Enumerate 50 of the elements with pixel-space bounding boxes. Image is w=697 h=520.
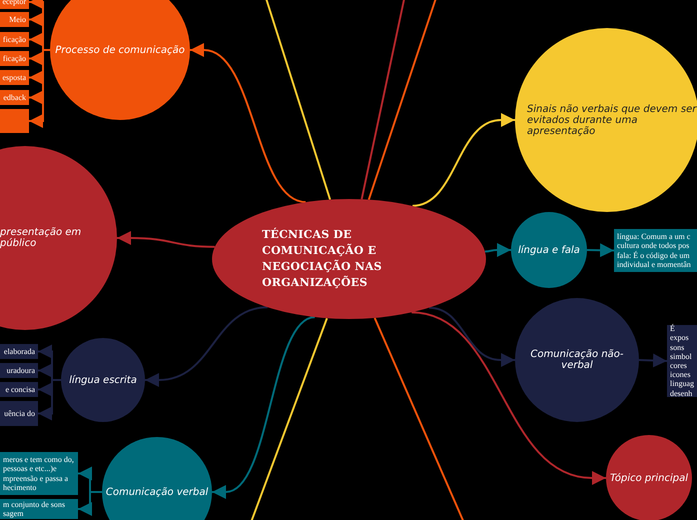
topic-label: Comunicação verbal — [106, 486, 208, 498]
box-text: m conjunto de sons sagem — [3, 500, 66, 518]
connector-arrow — [190, 43, 306, 204]
box-text: edback — [3, 92, 26, 102]
box-text: uência do — [4, 408, 35, 418]
text-box — [0, 12, 29, 27]
text-box — [0, 401, 38, 426]
box-text: É expos sons simbol cores icones linguag desenh — [670, 324, 694, 398]
connector-arrow — [638, 354, 668, 368]
connector-arrow — [428, 306, 515, 367]
topic-label: língua escrita — [69, 374, 137, 386]
box-text: meros e tem como do, pessoas e etc...)e mpreensão e passa a hecimento — [3, 455, 75, 492]
connector-arrow — [586, 243, 614, 258]
text-box — [0, 32, 29, 47]
connector-arrow — [145, 306, 268, 387]
box-text: eceptor — [2, 0, 26, 7]
box-text: Meio — [9, 14, 26, 24]
connector-line — [249, 318, 328, 520]
topic-label: língua e fala — [518, 244, 580, 256]
topic-label: presentação em público — [0, 227, 82, 249]
box-text: esposta — [2, 72, 26, 82]
text-box — [0, 382, 38, 397]
box-text: elaborada — [4, 346, 35, 356]
text-box — [0, 51, 29, 66]
topic-label: Processo de comunicação — [55, 44, 185, 56]
connector-arrow — [78, 491, 102, 516]
box-text: e concisa — [5, 384, 35, 394]
connector-arrow — [117, 231, 215, 248]
text-box — [0, 499, 78, 519]
connector-line — [374, 318, 466, 520]
connector-arrow — [412, 113, 515, 207]
text-box — [0, 344, 38, 359]
connector-arrow — [411, 311, 606, 485]
connector-line — [264, 0, 332, 200]
topic-label: Tópico principal — [610, 472, 688, 484]
text-box — [0, 363, 38, 378]
connector-line — [360, 0, 406, 200]
connector-arrow — [484, 243, 511, 257]
box-text: ficação — [2, 54, 26, 64]
connector-arrow — [212, 316, 316, 499]
topic-label: Comunicação não-verbal — [529, 349, 625, 371]
topic-label: Sinais não verbais que devem ser evitados durante uma apresentação — [527, 104, 697, 136]
empty-box — [0, 109, 29, 133]
connector-line — [368, 0, 438, 200]
text-box — [0, 70, 29, 85]
central-topic-title: TÉCNICAS DE COMUNICAÇÃO E NEGOCIAÇÃO NAS ORGANIZAÇÕES — [262, 227, 383, 291]
box-text: uradoura — [6, 366, 35, 376]
box-text: ficação — [2, 34, 26, 44]
box-text: língua: Comum a um c cultura onde todos pos fala: É o código de um individual e momentân — [617, 232, 692, 269]
text-box — [0, 90, 29, 105]
